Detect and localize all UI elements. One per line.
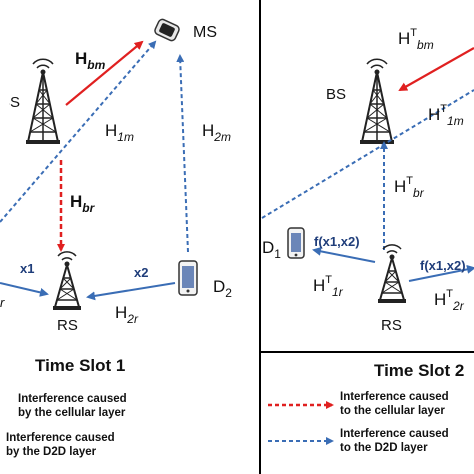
ms-phone-icon (154, 18, 180, 42)
legend-d2d-right-line1: Interference caused (340, 428, 449, 440)
legend-cellular-right: Interference caused to the cellular laye… (340, 391, 452, 417)
d1-phone-icon (287, 227, 305, 259)
time-slot-1-title: Time Slot 1 (35, 356, 125, 375)
legend-d2d-left-line2: by the D2D layer (6, 446, 97, 458)
h2m-label: H (202, 121, 214, 140)
d1-label: D (262, 238, 274, 257)
bs-tower-icon-right (360, 58, 394, 144)
h2r-t-sub: 2r (452, 299, 465, 313)
h2r-label: H (115, 303, 127, 322)
x1-arrow (0, 282, 49, 297)
hbr-sub: br (82, 201, 95, 215)
bs-tower-icon (26, 58, 60, 144)
svg-text:D2: D2 (213, 277, 232, 300)
d2-sub: 2 (225, 286, 232, 300)
h1r-t-label: H (313, 276, 325, 295)
d2-label: D (213, 277, 225, 296)
left-panel: BS MS Hbm H1m H2m Hbr (0, 18, 232, 458)
legend-cellular-right-line2: to the cellular layer (340, 405, 445, 417)
legend-cellular-right-line1: Interference caused (340, 391, 449, 403)
svg-text:HTbm: HTbm (398, 27, 434, 52)
hbr-t-sup: T (406, 175, 413, 187)
hbm-arrow (65, 40, 144, 106)
d1-sub: 1 (274, 247, 281, 261)
legend-cellular-left-line1: Interference caused (18, 393, 127, 405)
h2m-sub: 2m (213, 130, 231, 144)
h1m-t-label: H (428, 105, 440, 124)
h1m-label: H (105, 121, 117, 140)
x2-label: x2 (134, 265, 148, 280)
h1r-t-sub: 1r (332, 285, 344, 299)
h1m-sub: 1m (117, 130, 134, 144)
fx-left-label: f(x1,x2) (314, 234, 360, 249)
svg-text:Hbm: Hbm (75, 49, 106, 72)
hbm-t-sub: bm (417, 38, 434, 52)
legend-d2d-right-line2: to the D2D layer (340, 442, 428, 454)
hbr-t-label: H (394, 177, 406, 196)
svg-text:HTbr: HTbr (394, 175, 425, 200)
h2m-dashed-line (176, 54, 189, 253)
svg-text:H1m: H1m (105, 121, 134, 144)
hbr-t-sub: br (413, 186, 425, 200)
bs-label-right: BS (326, 86, 346, 103)
svg-text:HT1r: HT1r (313, 274, 344, 299)
svg-text:HT2r: HT2r (434, 288, 465, 313)
x1-label: x1 (20, 261, 34, 276)
h1r-t-sup: T (325, 274, 332, 286)
legend-cellular-left: Interference caused by the cellular laye… (18, 393, 130, 419)
x2-arrow (86, 282, 176, 301)
legend-d2d-left-line1: Interference caused (6, 432, 115, 444)
h1m-t-sup: T (440, 103, 447, 115)
svg-text:HT1m: HT1m (428, 103, 464, 128)
h1m-t-sub: 1m (447, 114, 464, 128)
ms-label: MS (193, 24, 217, 41)
hbm-label: H (75, 49, 87, 68)
d2-phone-icon (178, 260, 198, 296)
rs-label-right: RS (381, 317, 402, 334)
svg-text:Hbr: Hbr (70, 192, 96, 215)
hbr-label: H (70, 192, 82, 211)
hbm-sub: bm (87, 58, 105, 72)
h2r-sub: 2r (126, 312, 139, 326)
r-fragment: r (0, 295, 5, 310)
rs-tower-icon (53, 251, 81, 310)
rs-label-left: RS (57, 317, 78, 334)
fx-right-arrow (408, 264, 474, 282)
svg-text:H2r: H2r (115, 303, 139, 326)
time-slot-2-title: Time Slot 2 (374, 361, 464, 380)
hbm-t-label: H (398, 29, 410, 48)
hbm-t-arrow (398, 47, 474, 91)
h1m-dashed-line (0, 40, 157, 223)
legend-d2d-right: Interference caused to the D2D layer (340, 428, 452, 454)
hbm-t-sup: T (410, 27, 417, 39)
bs-label-left: BS (0, 94, 20, 111)
legend-d2d-left: Interference caused by the D2D layer (6, 432, 118, 458)
right-panel: BS HTbm HT1m HTbr D1 (261, 27, 474, 454)
legend-cellular-left-line2: by the cellular layer (18, 407, 126, 419)
svg-text:D1: D1 (262, 238, 281, 261)
rs-tower-icon-right (378, 244, 406, 303)
svg-text:H2m: H2m (202, 121, 231, 144)
h2r-t-sup: T (446, 288, 453, 300)
h2r-t-label: H (434, 290, 446, 309)
fx-left-arrow (312, 246, 376, 263)
h1m-t-dashed-line (261, 89, 474, 219)
fx-right-label: f(x1,x2) (420, 258, 466, 273)
